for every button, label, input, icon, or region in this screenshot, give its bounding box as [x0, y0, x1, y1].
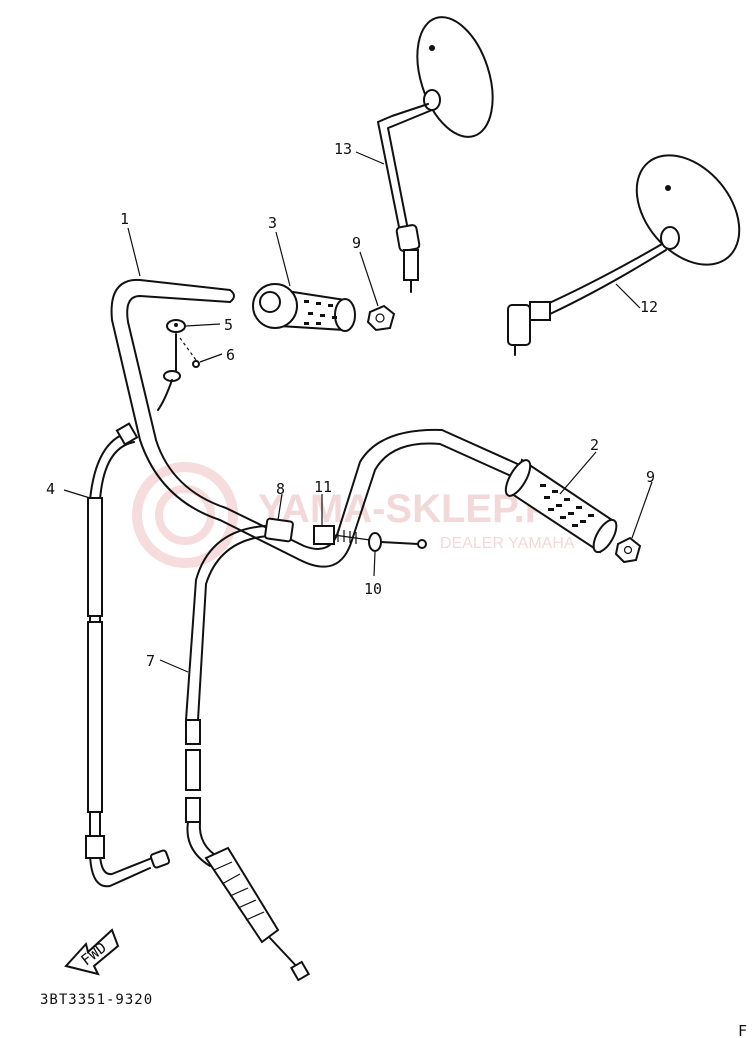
callout-8: 8	[276, 480, 285, 498]
mirror-right	[507, 154, 741, 356]
diagram-code: 3BT3351-9320	[40, 992, 153, 1008]
cable-7	[185, 525, 311, 982]
nut-upper	[366, 304, 396, 332]
watermark: YAMA-SKLEP.PL DEALER YAMAHA	[132, 462, 576, 568]
watermark-sub: DEALER YAMAHA	[440, 535, 575, 552]
callout-2: 2	[590, 436, 599, 454]
callout-12: 12	[640, 298, 658, 316]
callout-13: 13	[334, 140, 352, 158]
callout-1: 1	[120, 210, 129, 228]
cable-adjuster	[264, 517, 427, 552]
grip-left	[252, 283, 356, 332]
callout-10: 10	[364, 580, 382, 598]
handlebar	[110, 278, 523, 568]
callout-6: 6	[226, 346, 235, 364]
callout-9-upper: 9	[352, 234, 361, 252]
grip-right	[504, 458, 618, 554]
callout-11: 11	[314, 478, 332, 496]
callouts: 1 2 3 4 5 6 7 8 9 9 10 11 12 13	[46, 140, 658, 670]
cable-guide-small	[157, 319, 200, 411]
nut-lower	[614, 536, 642, 564]
cable-4	[85, 422, 171, 888]
callout-9-lower: 9	[646, 468, 655, 486]
fwd-arrow-icon: FWD	[64, 928, 120, 976]
callout-3: 3	[268, 214, 277, 232]
callout-4: 4	[46, 480, 55, 498]
leader-lines	[63, 151, 653, 673]
callout-5: 5	[224, 316, 233, 334]
mirror-upper	[377, 16, 494, 293]
corner-mark: F	[738, 1022, 747, 1038]
callout-7: 7	[146, 652, 155, 670]
